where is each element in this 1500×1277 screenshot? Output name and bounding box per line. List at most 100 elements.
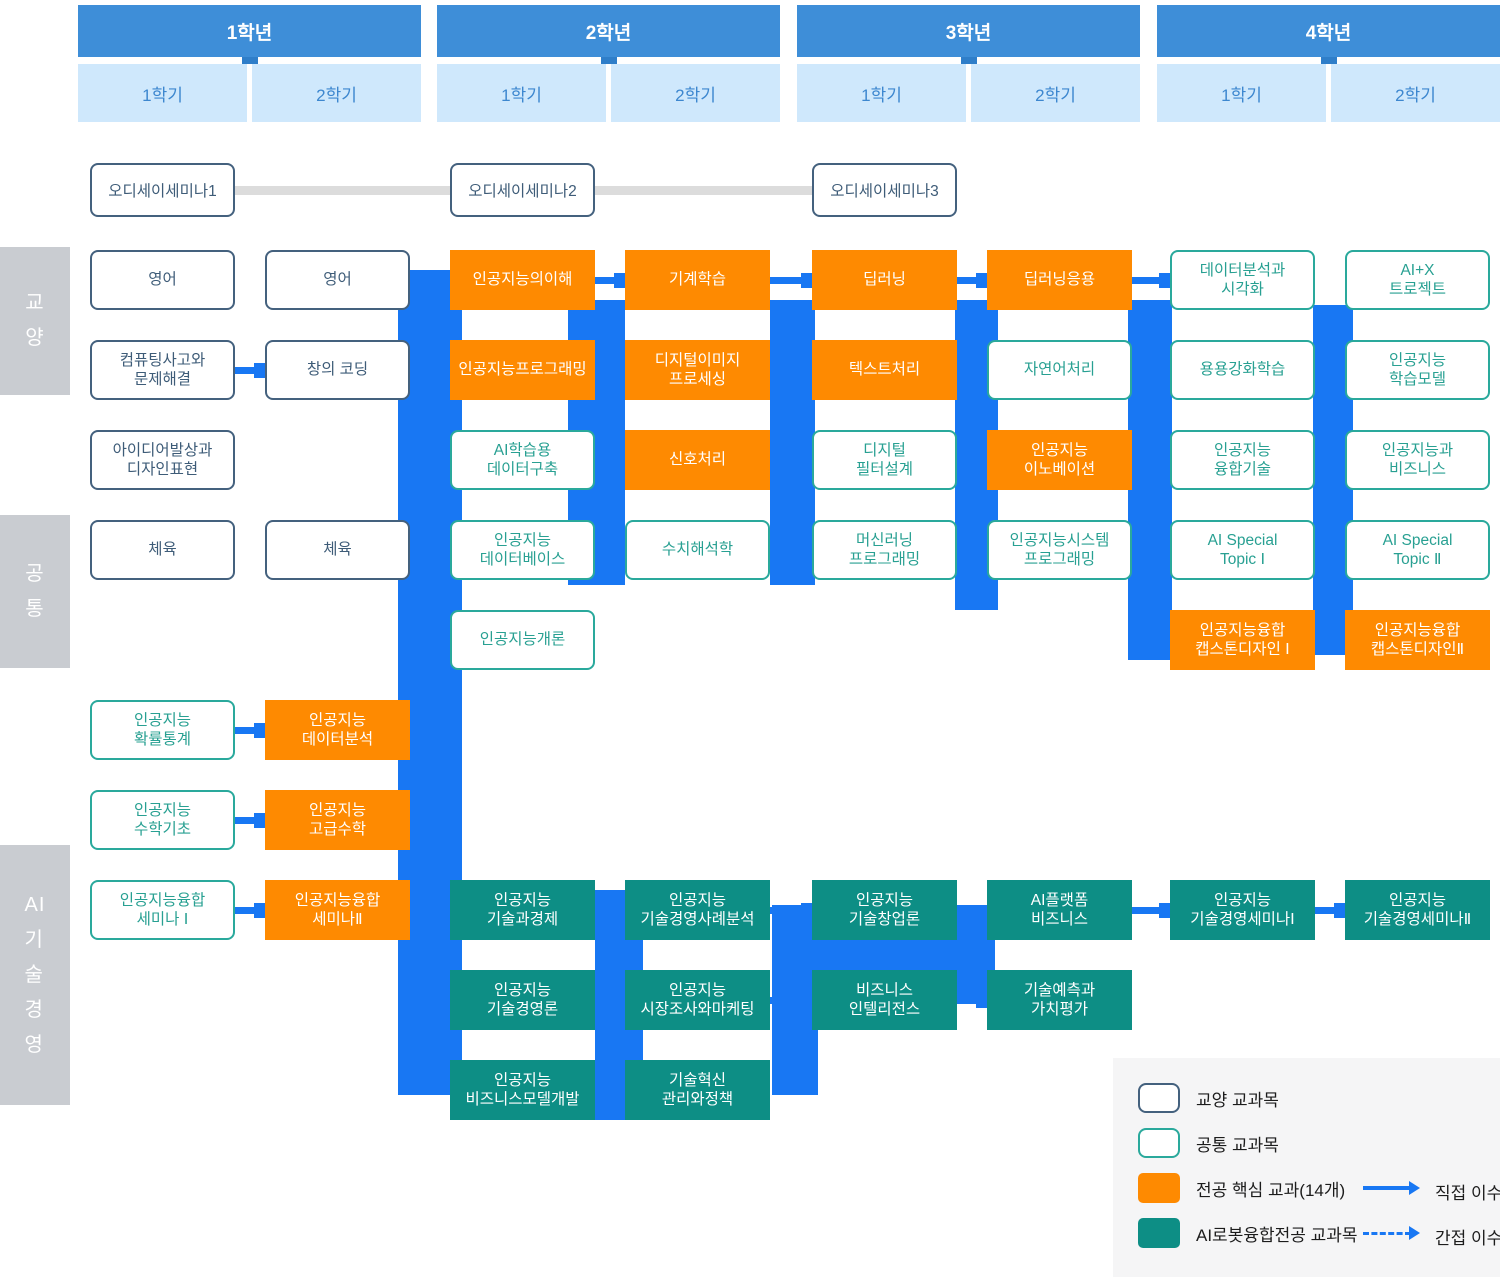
course-box: 인공지능융합 세미나 Ⅰ [90, 880, 235, 940]
course-box: 인공지능 비즈니스모델개발 [450, 1060, 595, 1120]
semester-header-2-1: 1학기 [437, 64, 606, 122]
odyssey-box: 오디세이세미나1 [90, 163, 235, 217]
edge-direct-head [1159, 452, 1170, 468]
edge-direct-line [1315, 636, 1345, 644]
semester-header-2-2: 2학기 [611, 64, 780, 122]
course-box: 인공지능융합 캡스톤디자인Ⅱ [1345, 610, 1490, 670]
legend-label-robot: AI로봇융합전공 교과목 [1196, 1225, 1358, 1245]
year-header-tab [241, 57, 258, 64]
course-box: AI플랫폼 비즈니스 [987, 880, 1132, 940]
edge-direct-line [595, 546, 625, 554]
course-box: 인공지능 확률통계 [90, 700, 235, 760]
edge-direct-head [614, 362, 625, 378]
course-box: 인공지능 기술과경제 [450, 880, 595, 940]
course-box: AI Special Topic Ⅱ [1345, 520, 1490, 580]
course-box: 인공지능 기술창업론 [812, 880, 957, 940]
legend-swatch-ge [1138, 1083, 1180, 1113]
edge-direct-head [254, 902, 265, 918]
course-box: 인공지능 수학기초 [90, 790, 235, 850]
year-header-tab [600, 57, 617, 64]
course-box: 인공지능 기술경영론 [450, 970, 595, 1030]
semester-header-1-1: 1학기 [78, 64, 247, 122]
legend-label-indirect: 간접 이수 [1435, 1229, 1500, 1248]
edge-direct-head [254, 812, 265, 828]
course-box: 기술예측과 가치평가 [987, 970, 1132, 1030]
edge-direct-head [976, 272, 987, 288]
course-box: 인공지능프로그래밍 [450, 340, 595, 400]
odyssey-box: 오디세이세미나2 [450, 163, 595, 217]
edge-direct-head [1334, 902, 1345, 918]
course-box: 기술혁신 관리와정책 [625, 1060, 770, 1120]
edge-direct-head [1159, 902, 1170, 918]
indirect-arrow-head-icon [1409, 1226, 1420, 1240]
edge-direct-line [235, 816, 265, 824]
year-header-tab [1320, 57, 1337, 64]
course-box: 신호처리 [625, 430, 770, 490]
edge-direct-head [976, 542, 987, 558]
course-box: AI+X 트로젝트 [1345, 250, 1490, 310]
semester-header-1-2: 2학기 [252, 64, 421, 122]
edge-direct-head [254, 362, 265, 378]
edge-direct-line [235, 366, 265, 374]
year-header-3: 3학년 [797, 5, 1140, 57]
year-header-1: 1학년 [78, 5, 421, 57]
course-box: 인공지능융합 세미나Ⅱ [265, 880, 410, 940]
edge-direct-head [801, 992, 812, 1008]
connector-band [1128, 300, 1172, 660]
course-box: 디지털이미지 프로세싱 [625, 340, 770, 400]
edge-direct-head [976, 992, 987, 1008]
direct-arrow-icon [1363, 1186, 1411, 1190]
edge-direct-line [957, 546, 987, 554]
edge-direct-line [770, 996, 812, 1004]
course-box: 자연어처리 [987, 340, 1132, 400]
legend-label-core: 전공 핵심 교과(14개) [1196, 1180, 1346, 1200]
course-box: 인공지능개론 [450, 610, 595, 670]
legend-label-direct: 직접 이수 [1435, 1184, 1500, 1203]
edge-direct-line [235, 726, 265, 734]
edge-direct-head [976, 452, 987, 468]
indirect-arrow-icon [1363, 1232, 1411, 1235]
odyssey-box: 오디세이세미나3 [812, 163, 957, 217]
edge-direct-head [1334, 632, 1345, 648]
course-box: 수치해석학 [625, 520, 770, 580]
legend-swatch-common [1138, 1128, 1180, 1158]
odyssey-connector-line [595, 186, 812, 195]
course-box: 기계학습 [625, 250, 770, 310]
course-box: 딥러닝 [812, 250, 957, 310]
course-box: 딥러닝응용 [987, 250, 1132, 310]
course-box: 인공지능시스템 프로그래밍 [987, 520, 1132, 580]
legend-swatch-robot [1138, 1218, 1180, 1248]
odyssey-connector-line [235, 186, 450, 195]
course-box: AI Special Topic Ⅰ [1170, 520, 1315, 580]
edge-direct-line [595, 366, 625, 374]
edge-direct-line [770, 906, 812, 914]
edge-direct-line [1132, 276, 1170, 284]
course-box: 인공지능 데이터분석 [265, 700, 410, 760]
course-box: 인공지능 시장조사와마케팅 [625, 970, 770, 1030]
edge-direct-line [595, 1086, 625, 1094]
course-box: 인공지능 데이터베이스 [450, 520, 595, 580]
edge-direct-line [1132, 456, 1170, 464]
course-box: 인공지능 이노베이션 [987, 430, 1132, 490]
edge-direct-line [957, 276, 987, 284]
course-box: AI학습용 데이터구축 [450, 430, 595, 490]
course-box: 창의 코딩 [265, 340, 410, 400]
edge-direct-line [595, 906, 625, 914]
course-box: 인공지능 기술경영사례분석 [625, 880, 770, 940]
course-box: 인공지능 융합기술 [1170, 430, 1315, 490]
edge-direct-head [1159, 272, 1170, 288]
course-box: 용용강화학습 [1170, 340, 1315, 400]
course-box: 컴퓨팅사고와 문제해결 [90, 340, 235, 400]
year-header-tab [960, 57, 977, 64]
year-header-2: 2학년 [437, 5, 780, 57]
edge-direct-head [254, 722, 265, 738]
course-box: 체육 [265, 520, 410, 580]
edge-direct-head [976, 362, 987, 378]
course-box: 인공지능과 비즈니스 [1345, 430, 1490, 490]
legend-label-common: 공통 교과목 [1196, 1135, 1279, 1155]
side-label-ge: 교 양 [0, 247, 70, 395]
course-box: 인공지능의이해 [450, 250, 595, 310]
legend-label-ge: 교양 교과목 [1196, 1090, 1279, 1110]
course-box: 인공지능 학습모델 [1345, 340, 1490, 400]
course-box: 데이터분석과 시각화 [1170, 250, 1315, 310]
